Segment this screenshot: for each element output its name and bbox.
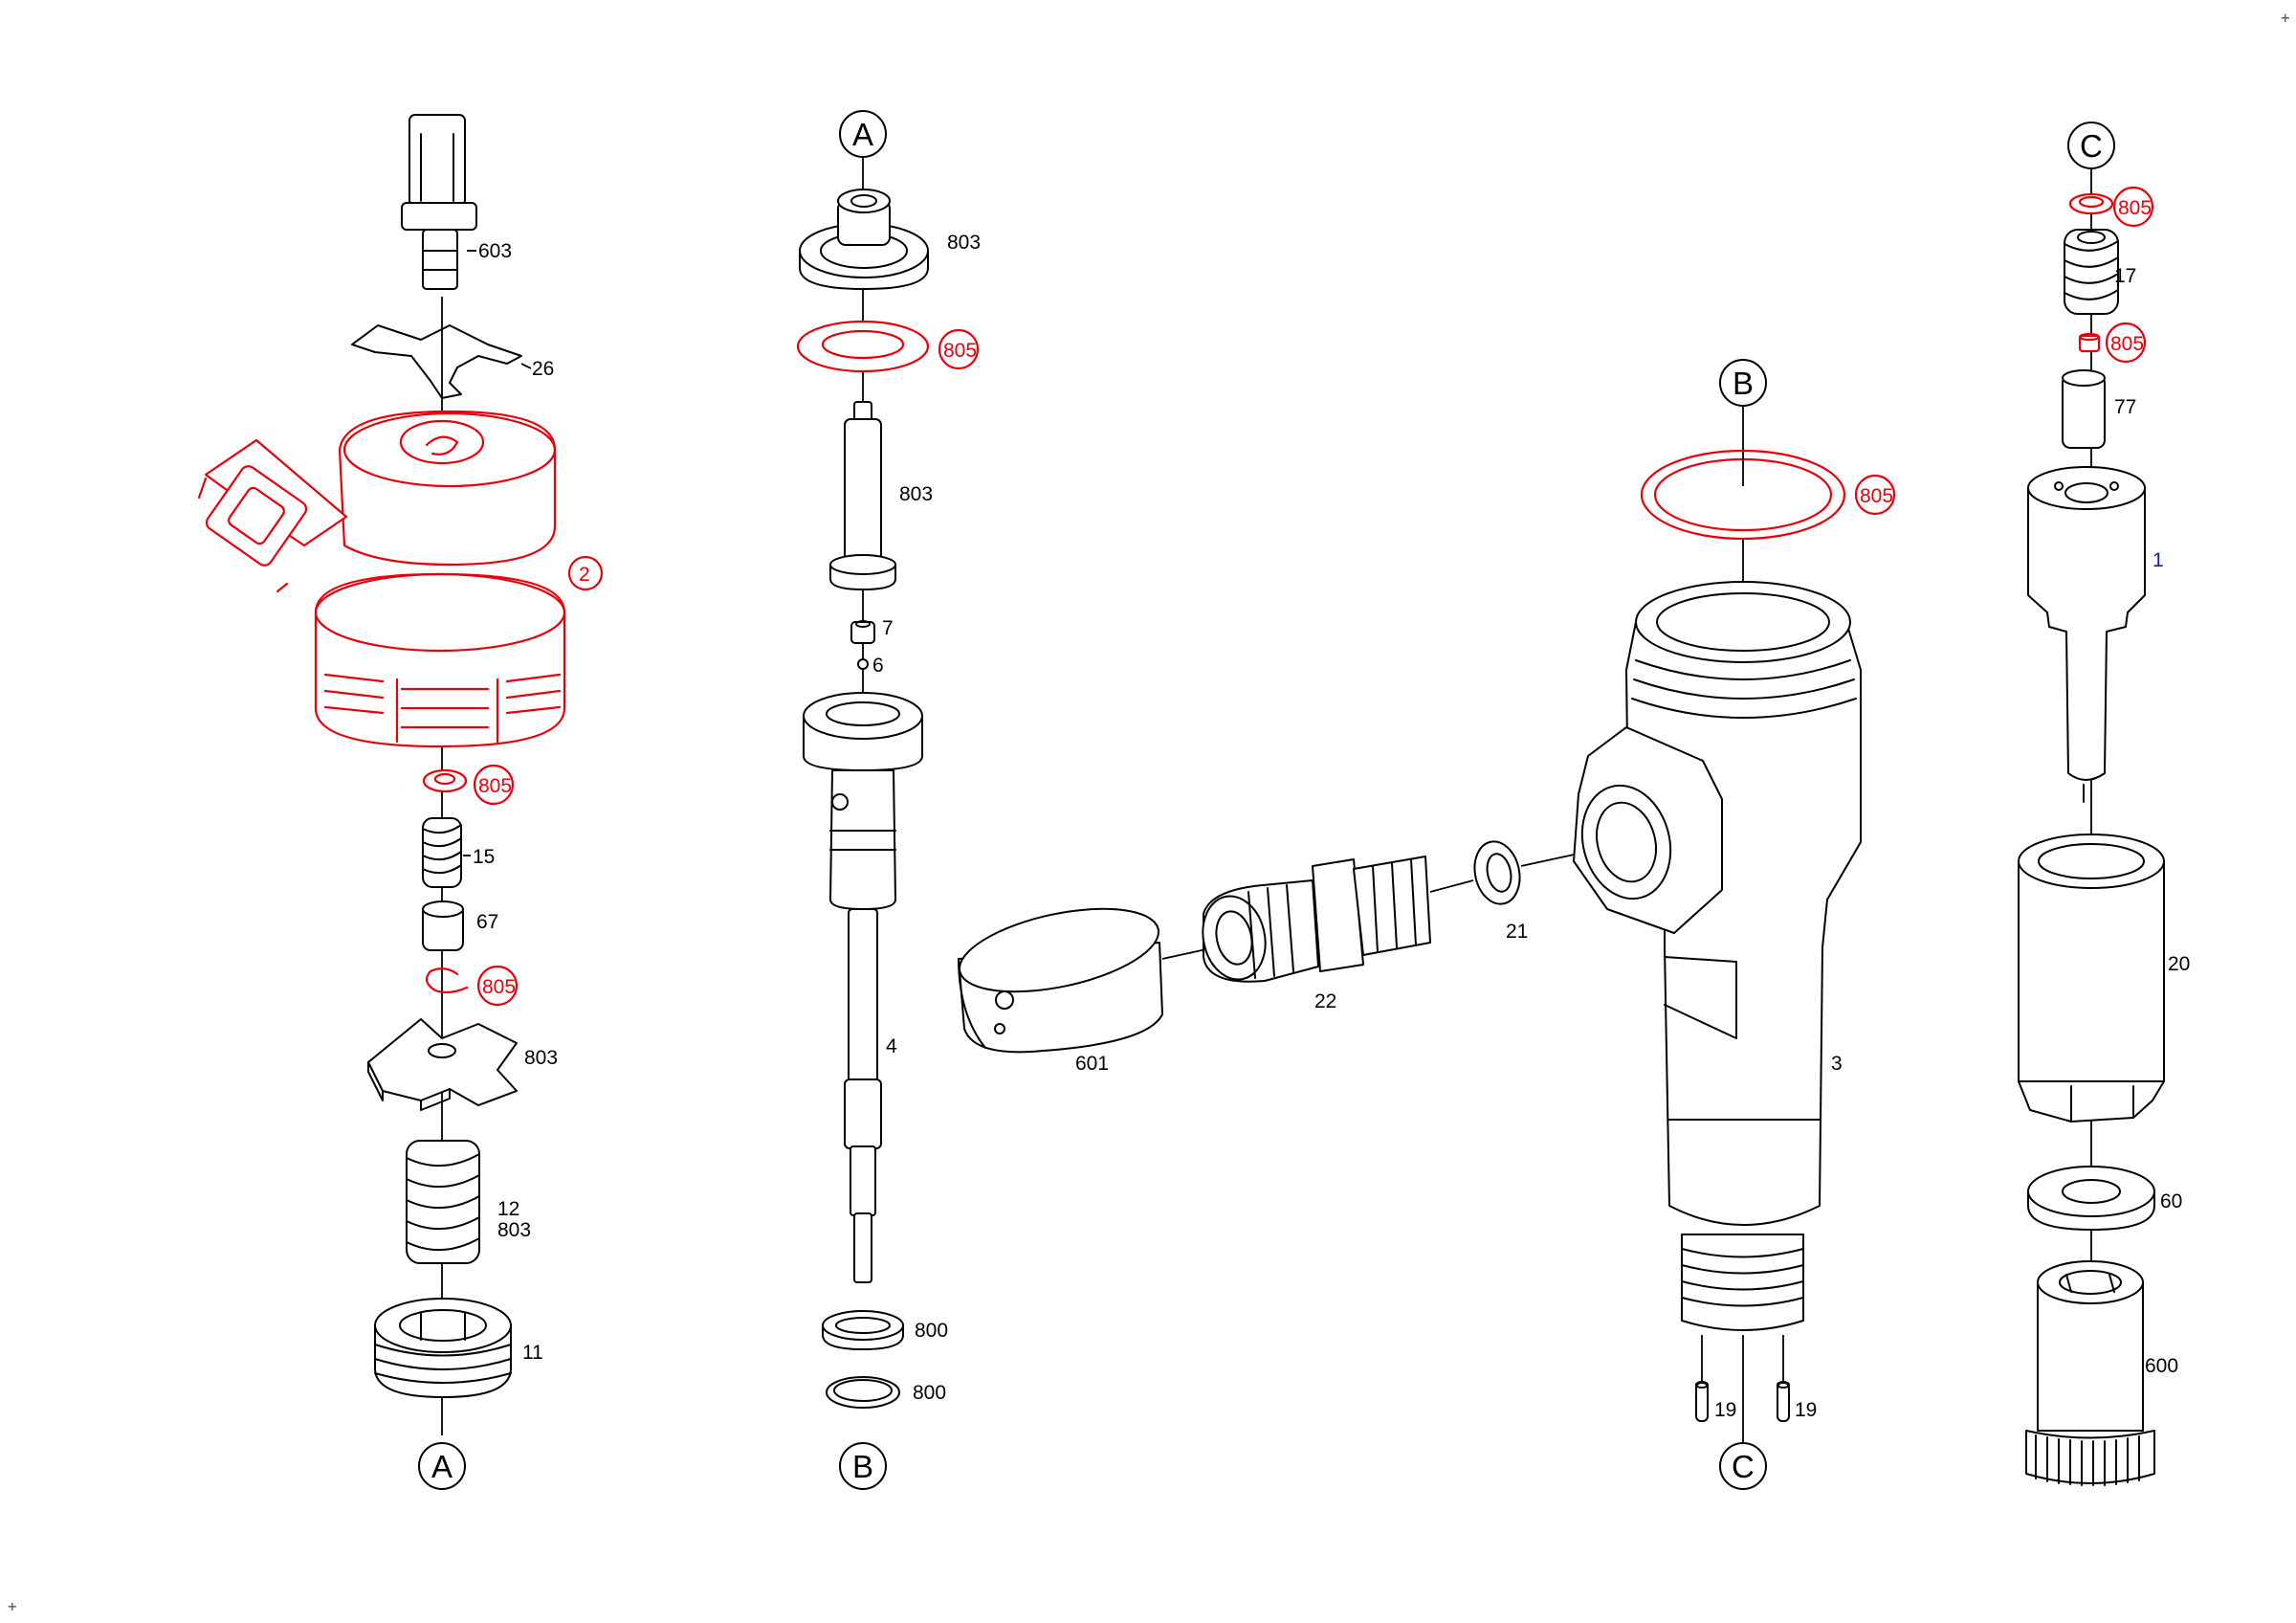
part-4-valve-body <box>803 692 923 1283</box>
part-60-washer <box>2027 1166 2155 1231</box>
label-67: 67 <box>476 911 498 933</box>
label-603: 603 <box>478 240 512 262</box>
part-3-injector-body <box>1573 581 1862 1331</box>
ref-c-top: C <box>2080 128 2103 164</box>
part-77-pressure-pin <box>2062 369 2106 449</box>
part-21-seal <box>1473 840 1521 905</box>
label-805-d: 805 <box>1860 485 1893 507</box>
part-601-cap <box>958 907 1163 1054</box>
label-805-c: 805 <box>943 340 977 362</box>
label-601: 601 <box>1075 1053 1109 1075</box>
part-803-piston <box>829 401 896 590</box>
label-7: 7 <box>882 617 894 639</box>
part-805-washer-c <box>796 320 930 373</box>
label-800-a: 800 <box>915 1320 948 1342</box>
part-1-nozzle <box>2027 466 2146 803</box>
part-800-ring-a <box>822 1310 904 1350</box>
part-7-sleeve <box>850 620 875 644</box>
part-805-ring-b <box>425 967 469 994</box>
corner-mark-bottom-left: + <box>8 1597 17 1615</box>
part-6-ball <box>857 658 869 670</box>
label-19-b: 19 <box>1795 1399 1817 1421</box>
label-805-b: 805 <box>482 976 516 998</box>
corner-mark-top-right: + <box>2281 9 2290 27</box>
label-803-a: 803 <box>524 1047 558 1069</box>
label-4: 4 <box>886 1035 897 1057</box>
label-803-b: 803 <box>497 1219 531 1241</box>
part-12-spring <box>406 1140 480 1264</box>
part-11-nut <box>374 1298 512 1398</box>
label-803-c: 803 <box>947 232 981 254</box>
label-26: 26 <box>532 358 554 380</box>
label-15: 15 <box>473 846 495 868</box>
part-805-ring-e <box>2068 192 2114 215</box>
part-805-ring-a <box>422 768 468 793</box>
label-805-a: 805 <box>478 775 512 797</box>
part-803-armature <box>367 1018 518 1111</box>
label-805-f: 805 <box>2110 333 2144 355</box>
label-800-b: 800 <box>913 1382 946 1404</box>
part-67-shim <box>422 900 464 951</box>
ref-c-bottom: C <box>1732 1449 1755 1484</box>
part-17-spring <box>2064 229 2119 315</box>
label-60: 60 <box>2160 1190 2182 1212</box>
ref-b-top: B <box>1733 366 1754 401</box>
part-19-pin-b <box>1777 1381 1790 1422</box>
label-11: 11 <box>522 1342 543 1364</box>
part-805-ring-f <box>2078 332 2101 353</box>
label-1: 1 <box>2152 549 2164 571</box>
label-803-d: 803 <box>899 483 933 505</box>
part-803-valve-cap <box>799 189 929 290</box>
label-12: 12 <box>497 1198 519 1220</box>
part-22-fitting <box>1202 856 1431 983</box>
part-26-clip <box>351 324 522 399</box>
part-600-sleeve <box>2025 1260 2155 1486</box>
label-805-e: 805 <box>2118 197 2152 219</box>
ref-a-top: A <box>852 117 873 152</box>
label-3: 3 <box>1831 1053 1843 1075</box>
part-800-ring-b <box>826 1376 900 1409</box>
part-2-magnet-valve <box>197 410 566 748</box>
label-6: 6 <box>872 655 884 677</box>
label-22: 22 <box>1314 990 1336 1012</box>
label-20: 20 <box>2168 953 2190 975</box>
part-20-nozzle-nut <box>2018 834 2165 1123</box>
part-19-pin-a <box>1695 1381 1709 1422</box>
label-2: 2 <box>579 564 590 586</box>
label-17: 17 <box>2114 265 2136 287</box>
part-603-plug <box>401 114 477 290</box>
label-19-a: 19 <box>1714 1399 1736 1421</box>
label-77: 77 <box>2114 396 2136 418</box>
part-15-spring <box>422 817 462 888</box>
label-600: 600 <box>2145 1355 2178 1377</box>
ref-b-bottom: B <box>852 1449 873 1484</box>
ref-a-bottom: A <box>431 1449 453 1484</box>
label-21: 21 <box>1506 921 1528 943</box>
